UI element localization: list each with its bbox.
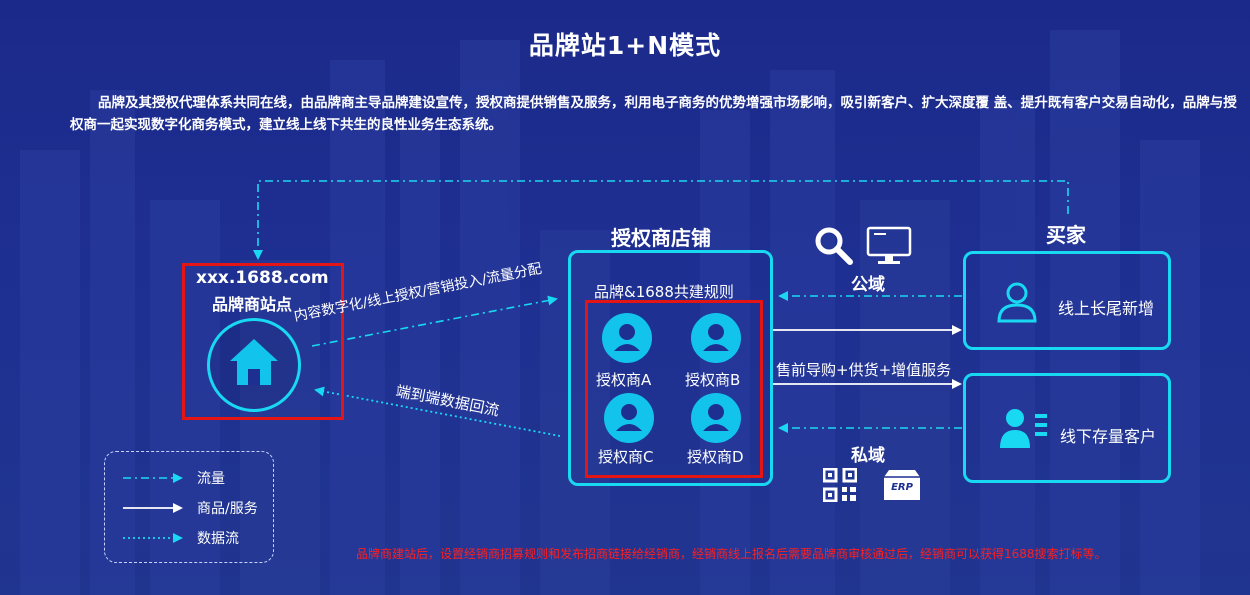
offline-buyer-box: 线下存量客户 xyxy=(963,373,1171,483)
online-buyer-label: 线上长尾新增 xyxy=(1058,299,1155,318)
legend-label-goods: 商品/服务 xyxy=(197,501,258,517)
public-domain-label: 公域 xyxy=(851,275,885,295)
legend-item-data: 数据流 xyxy=(121,528,271,548)
agent-c-name: 授权商C xyxy=(598,448,654,466)
qrcode-icon xyxy=(823,468,857,502)
erp-icon: ERP xyxy=(883,468,921,502)
search-icon xyxy=(815,227,853,265)
traffic-loop-line xyxy=(253,180,1069,260)
agent-a-name: 授权商A xyxy=(596,371,652,389)
legend: 流量 商品/服务 数据流 xyxy=(104,451,274,563)
brand-site-box xyxy=(182,263,344,420)
footnote: 品牌商建站后，设置经销商招募规则和发布招商链接给经销商，经销商线上报名后需要品牌… xyxy=(356,547,1107,561)
private-domain-label: 私域 xyxy=(851,446,885,466)
store-box xyxy=(568,250,773,486)
person-icon xyxy=(703,324,729,351)
page-title: 品牌站1+N模式 xyxy=(528,31,722,60)
agents-box xyxy=(585,300,763,478)
flow-label-pre-sale: 售前导购+供货+增值服务 xyxy=(776,361,952,379)
agent-d-name: 授权商D xyxy=(687,448,744,466)
legend-label-traffic: 流量 xyxy=(197,471,225,487)
person-icon xyxy=(614,324,640,351)
brand-site-domain: xxx.1688.com xyxy=(196,268,329,288)
store-rule: 品牌&1688共建规则 xyxy=(594,283,734,301)
person-icon xyxy=(703,404,729,431)
user-outline-icon xyxy=(997,282,1037,323)
person-icon xyxy=(616,404,642,431)
legend-item-goods: 商品/服务 xyxy=(121,498,271,518)
data-return-line xyxy=(314,386,561,437)
online-buyer-box: 线上长尾新增 xyxy=(963,251,1171,350)
agent-b-name: 授权商B xyxy=(685,371,741,389)
intro-paragraph: 品牌及其授权代理体系共同在线，由品牌商主导品牌建设宣传，授权商提供销售及服务，利… xyxy=(70,95,1237,133)
monitor-icon xyxy=(866,226,912,264)
legend-swatch-solid xyxy=(123,503,183,513)
brand-to-store-line xyxy=(311,295,558,347)
legend-item-traffic: 流量 xyxy=(121,468,271,488)
legend-swatch-dotted xyxy=(123,533,183,543)
store-title: 授权商店铺 xyxy=(611,226,711,250)
buyer-title: 买家 xyxy=(1046,223,1086,247)
brand-site-name: 品牌商站点 xyxy=(212,295,293,314)
legend-label-data: 数据流 xyxy=(197,531,239,547)
offline-buyer-label: 线下存量客户 xyxy=(1060,427,1157,446)
id-card-icon xyxy=(1000,409,1047,448)
erp-icon-text: ERP xyxy=(891,482,913,493)
legend-swatch-dash-dot xyxy=(123,473,183,483)
house-icon xyxy=(230,339,278,385)
brand-site-circle xyxy=(207,318,301,412)
